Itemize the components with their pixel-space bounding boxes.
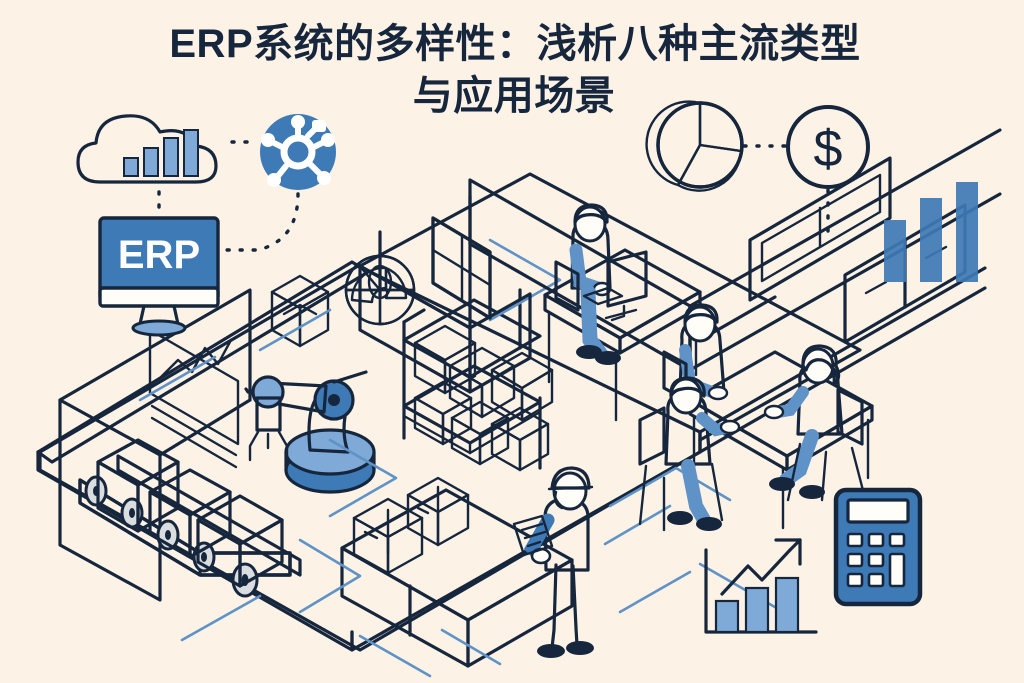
shelf-box-top-3 <box>490 351 554 422</box>
conveyor-box-3 <box>196 494 284 588</box>
shelf-box-bottom-3 <box>490 406 550 472</box>
counter-box-yellow <box>352 497 424 575</box>
bar-chart-icon <box>884 182 978 282</box>
factory-worker <box>512 466 594 658</box>
pie-chart-icon <box>645 100 744 192</box>
shelf-box-bottom-2 <box>450 400 510 466</box>
desk-worker-with-monitor <box>543 203 702 422</box>
robotic-arm <box>248 370 376 494</box>
shelf-box-top-1 <box>413 324 477 395</box>
isometric-donut-chart <box>344 254 416 326</box>
dollar-symbol: $ <box>814 120 843 178</box>
line-chart-wall-icon <box>148 328 240 469</box>
conveyor-box-2 <box>148 468 232 559</box>
office-window <box>431 216 492 320</box>
clipboard <box>512 514 554 557</box>
erp-monitor-icon: ERP <box>98 216 220 337</box>
meeting-person-front <box>638 376 741 532</box>
network-hub-icon <box>260 114 336 190</box>
conveyor-belt <box>78 438 302 598</box>
meeting-person-right <box>763 344 868 504</box>
floor-counter <box>340 488 574 668</box>
counter-box-blue <box>406 476 470 547</box>
robotic-arm-upper <box>244 387 250 394</box>
dashed-connectors-left <box>157 140 300 252</box>
dashed-connectors-right <box>742 144 830 238</box>
isometric-cube-shape <box>270 274 330 348</box>
dollar-circle-icon: $ <box>786 105 870 189</box>
erp-monitor-label: ERP <box>118 233 200 277</box>
factory-back-wall <box>58 288 252 602</box>
calculator-icon <box>833 487 923 607</box>
cloud-bar-chart-icon <box>76 114 218 184</box>
conveyor-box-1 <box>96 438 180 533</box>
growth-bar-chart-icon <box>704 538 818 634</box>
shelf-box-bottom-1 <box>413 380 473 446</box>
